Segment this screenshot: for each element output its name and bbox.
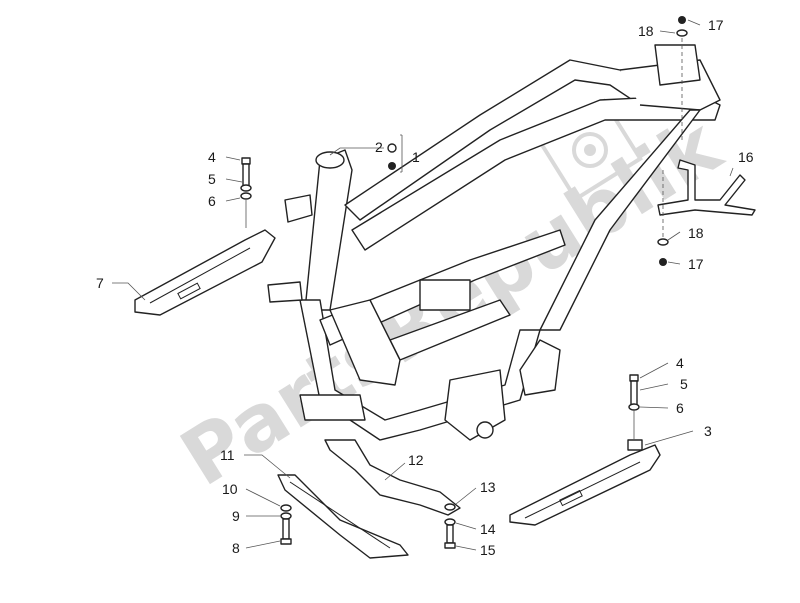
callout-4-right: 4 [676, 355, 684, 371]
bracket-16 [657, 159, 756, 216]
callout-17: 17 [708, 17, 724, 33]
footrest-right [509, 439, 661, 526]
fastener-upper [654, 16, 701, 86]
callout-8: 8 [232, 540, 240, 556]
callout-18: 18 [638, 23, 654, 39]
callout-5-right: 5 [680, 376, 688, 392]
callout-labels: 2 1 4 5 6 7 18 17 16 18 17 4 5 6 3 11 12… [96, 17, 754, 558]
callout-12: 12 [408, 452, 424, 468]
footrest-lower-11 [277, 474, 409, 559]
bolt-set-left [240, 157, 252, 200]
bolt-set-right [628, 374, 640, 411]
bushings-1-2 [387, 143, 397, 170]
callout-6-right: 6 [676, 400, 684, 416]
callout-5: 5 [208, 171, 216, 187]
callout-14: 14 [480, 521, 496, 537]
callout-15: 15 [480, 542, 496, 558]
footrest-left [134, 229, 276, 316]
callout-9: 9 [232, 508, 240, 524]
callout-3: 3 [704, 423, 712, 439]
stay-12 [324, 439, 461, 516]
bolt-set-lower-right [444, 503, 456, 549]
callout-6: 6 [208, 193, 216, 209]
callout-7: 7 [96, 275, 104, 291]
callout-4: 4 [208, 149, 216, 165]
fastener-lower [657, 38, 683, 266]
bolt-set-lower-left [280, 504, 292, 545]
callout-10: 10 [222, 481, 238, 497]
callout-18-lower: 18 [688, 225, 704, 241]
callout-2: 2 [375, 139, 383, 155]
callout-17-lower: 17 [688, 256, 704, 272]
leader-lines [112, 19, 734, 551]
callout-13: 13 [480, 479, 496, 495]
main-frame [267, 59, 721, 441]
callout-16: 16 [738, 149, 754, 165]
callout-11: 11 [220, 447, 235, 463]
callout-1: 1 [412, 149, 420, 165]
